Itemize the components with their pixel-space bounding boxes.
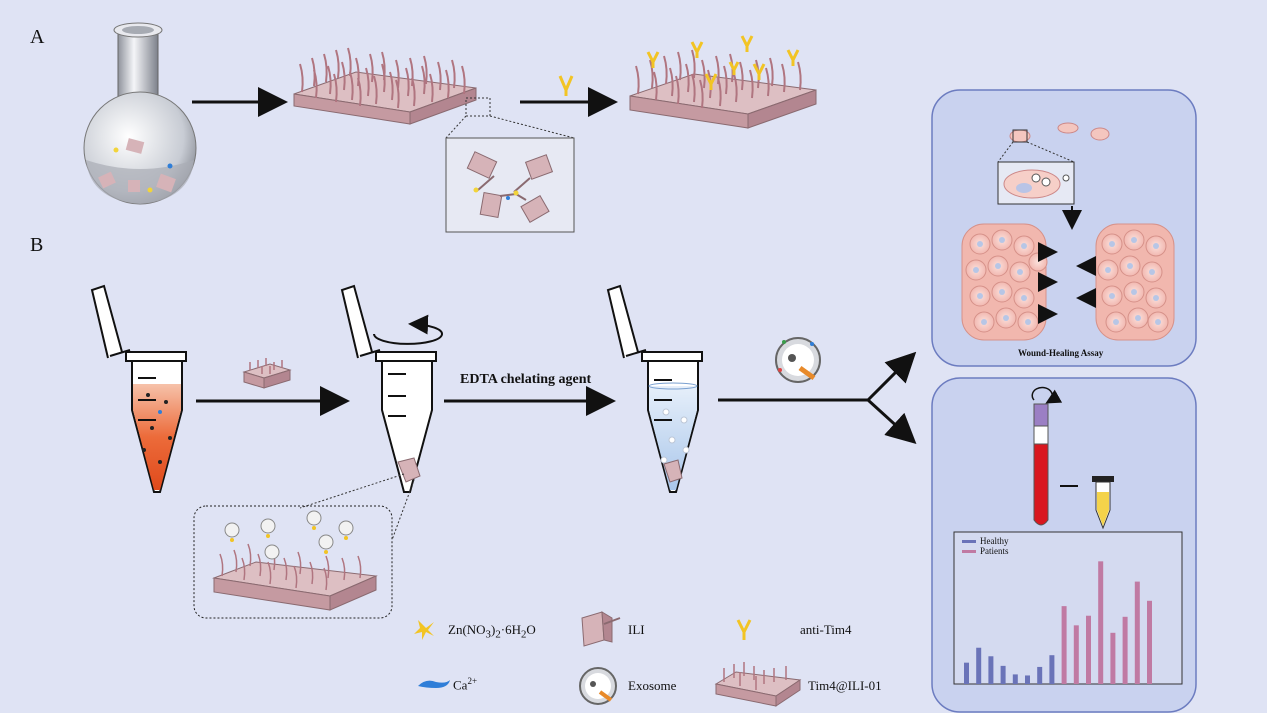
migration-arrows xyxy=(1038,242,1096,324)
bar-healthy-5 xyxy=(1012,674,1018,684)
legend-anti-tim4: anti-Tim4 xyxy=(800,622,852,637)
sample-tube-icon xyxy=(90,284,187,493)
antibody-icon xyxy=(558,75,574,96)
panel-label-b: B xyxy=(30,234,44,256)
bar-healthy-2 xyxy=(976,647,982,684)
rotate-icon xyxy=(373,314,443,345)
bar-healthy-8 xyxy=(1049,655,1055,684)
legend-exosome: Exosome xyxy=(628,678,677,693)
legend-patients-label: Patients xyxy=(980,546,1009,556)
bar-patients-3 xyxy=(1086,615,1091,684)
panel-label-a: A xyxy=(30,26,45,48)
ili-array-icon xyxy=(293,47,477,125)
zinc-star-icon xyxy=(414,620,434,640)
incubation-tube-icon xyxy=(340,284,437,493)
ili-block-icon xyxy=(242,358,292,389)
ili-zoom-box xyxy=(445,137,575,233)
bar-patients-7 xyxy=(1134,581,1140,684)
bar-patients-6 xyxy=(1122,616,1128,684)
legend-zinc-nitrate: Zn(NO3)2·6H2O xyxy=(448,622,536,641)
bar-patients-5 xyxy=(1110,632,1116,684)
exosome-icon xyxy=(775,337,821,383)
bar-healthy-3 xyxy=(988,656,994,684)
calcium-ion-icon xyxy=(418,680,450,688)
legend-swatch-patients xyxy=(962,550,976,553)
tim4-ili-legend-icon xyxy=(714,662,802,707)
bar-patients-1 xyxy=(1061,606,1067,684)
legend-healthy-label: Healthy xyxy=(980,536,1009,546)
exosome-capture-zoom xyxy=(193,505,393,619)
legend-ili: ILI xyxy=(628,622,645,637)
cell-uptake-icon xyxy=(997,122,1110,230)
blood-tube-icon xyxy=(1031,386,1114,530)
bar-healthy-7 xyxy=(1037,666,1043,684)
bar-patients-2 xyxy=(1073,625,1079,684)
cell-monolayer-left xyxy=(961,223,1048,341)
anti-tim4-legend-icon xyxy=(736,619,752,640)
bar-patients-8 xyxy=(1147,600,1152,684)
round-bottom-flask-icon xyxy=(83,22,197,205)
cell-monolayer-right xyxy=(1095,223,1175,341)
wound-healing-assay-title: Wound-Healing Assay xyxy=(1018,348,1104,358)
exosome-captured-array-icon xyxy=(212,510,378,611)
ili-legend-icon xyxy=(581,611,621,647)
edta-step-label: EDTA chelating agent xyxy=(460,372,592,387)
bar-healthy-1 xyxy=(964,662,969,684)
legend-calcium: Ca2+ xyxy=(453,676,478,693)
antibody-coated-ili-array-icon xyxy=(629,35,817,129)
eluted-exosome-tube-icon xyxy=(606,284,703,493)
exosome-legend-icon xyxy=(579,667,617,705)
bar-healthy-6 xyxy=(1025,675,1030,684)
legend-tim4-ili: Tim4@ILI-01 xyxy=(808,678,882,693)
bar-patients-4 xyxy=(1098,561,1104,684)
legend-swatch-healthy xyxy=(962,540,976,543)
ili-molecule-icon xyxy=(466,151,554,223)
bar-healthy-4 xyxy=(1000,665,1006,684)
